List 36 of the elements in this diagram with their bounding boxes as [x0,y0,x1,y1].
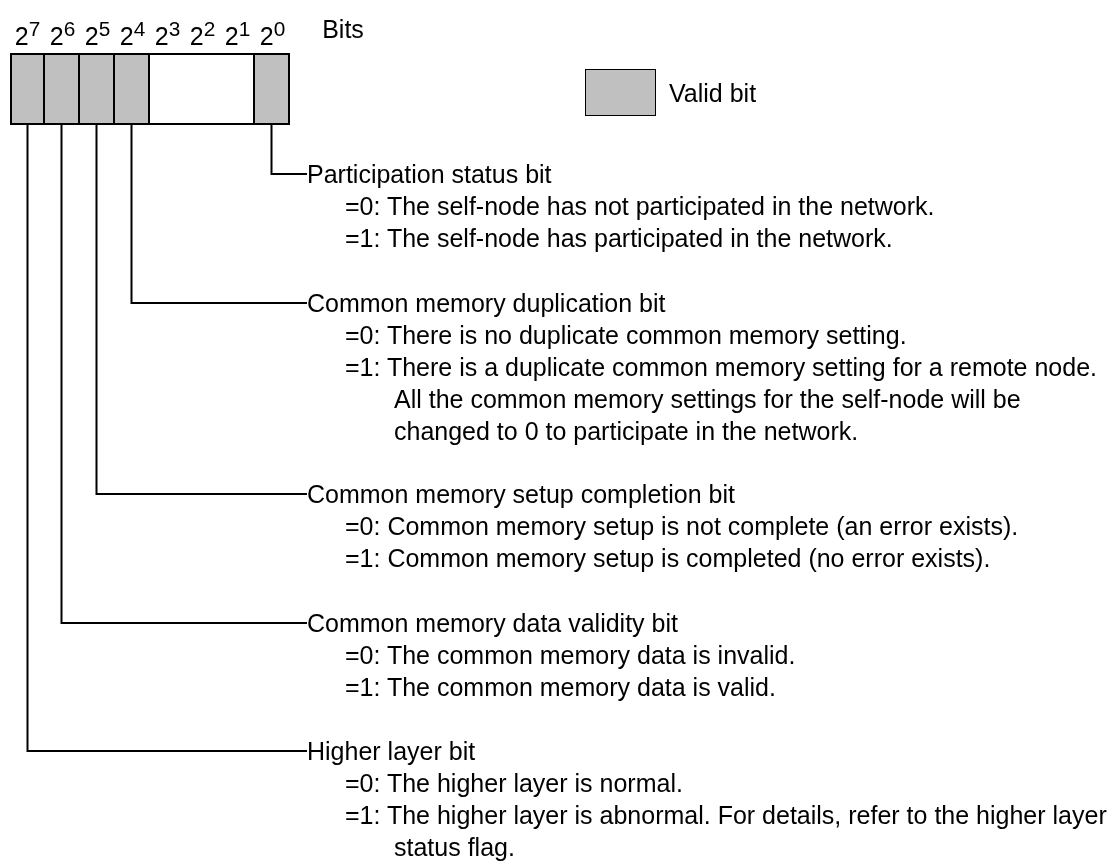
bit-name: Common memory data validity bit [307,608,679,639]
value-description: =0: The common memory data is invalid. [345,640,797,671]
valid-bit-cell [113,53,150,125]
bit-name: Common memory duplication bit [307,288,667,319]
leader-line [26,124,308,752]
bit-weight: 2$^{2}$ [189,16,216,52]
axis-title: Bits [322,14,364,44]
value-description: =1: The higher layer is abnormal. For details, refer to the higher layer status flag. [345,800,1108,861]
leader-line [95,124,308,495]
value-description: =0: Common memory setup is not complete (an error exists). [345,511,1020,542]
value-description: =0: There is no duplicate common memory setting. [345,320,908,351]
value-description: =1: The common memory data is valid. [345,672,777,703]
leader-line [270,124,308,175]
value-description: =1: Common memory setup is completed (no error exists). [345,543,992,574]
bit-weight: 2$^{1}$ [224,16,251,52]
leader-line [60,124,308,624]
value-description: =0: The self-node has not participated in the network. [345,191,936,222]
bit-weight: 2$^{0}$ [259,16,286,52]
bit-weight: 2$^{3}$ [154,16,181,52]
unused-bit-cell [148,53,255,125]
bit-name: Higher layer bit [307,736,477,767]
leader-line [130,124,308,304]
value-description: =0: The higher layer is normal. [345,768,684,799]
bit-weight: 2$^{7}$ [14,16,41,52]
value-description: =1: The self-node has participated in the network. [345,223,894,254]
valid-bit-cell [78,53,115,125]
valid-bit-cell [43,53,80,125]
valid-bit-cell [253,53,290,125]
value-description: =1: There is a duplicate common memory setting for a remote node. All the common memory settings for the self-node will be changed to 0 to participate in the network. [345,352,1098,447]
valid-bit-cell [10,53,45,125]
bit-weight: 2$^{4}$ [119,16,146,52]
bit-name: Participation status bit [307,159,553,190]
bit-weight: 2$^{5}$ [84,16,111,52]
bit-name: Common memory setup completion bit [307,479,736,510]
bit-weight: 2$^{6}$ [49,16,76,52]
legend-label: Valid bit [669,78,757,109]
